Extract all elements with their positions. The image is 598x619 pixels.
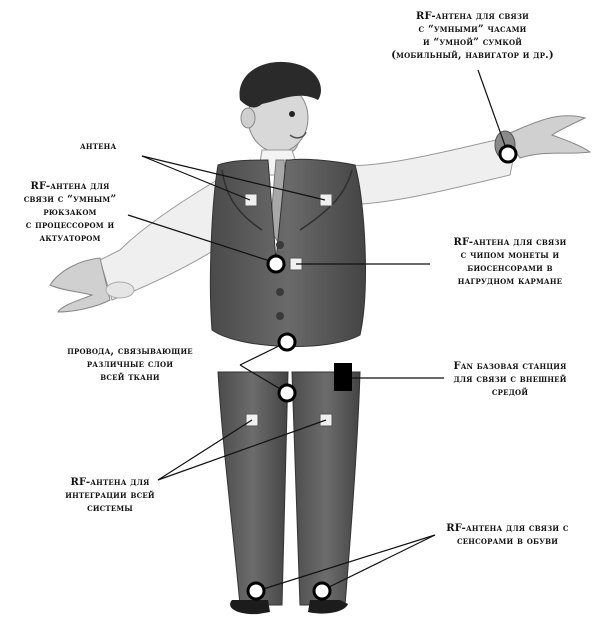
head	[240, 62, 321, 152]
text-line: (мобильный, навигатор и др.)	[355, 49, 590, 62]
text-line: рюкзаком	[0, 206, 140, 219]
label-integration: RF-антена для интеграции всей системы	[35, 476, 185, 515]
label-antenna: антена	[80, 140, 116, 153]
text-line: связи с “умным”	[0, 193, 140, 206]
legs	[218, 372, 360, 614]
text-line: RF-антена для связи	[425, 236, 595, 249]
text-line: всей ткани	[30, 371, 230, 384]
text-line: RF-антена для	[0, 180, 140, 193]
marker-chest	[268, 256, 284, 272]
text-line: Fan базовая станция	[430, 360, 590, 373]
label-shoe-sensors: RF-антена для связи с сенсорами в обуви	[420, 522, 595, 548]
torso	[210, 159, 365, 346]
text-line: и “умной” сумкой	[355, 36, 590, 49]
marker-right-shoe	[314, 583, 330, 599]
text-line: для связи с внешней	[430, 373, 590, 386]
label-wires: провода, связывающие различные слои всей…	[30, 345, 230, 384]
text-line: антена	[80, 140, 116, 153]
text-line: с процессором и	[0, 219, 140, 232]
label-smart-backpack: RF-антена для связи с “умным” рюкзаком с…	[0, 180, 140, 245]
text-line: провода, связывающие	[30, 345, 230, 358]
marker-waist	[279, 334, 295, 350]
text-line: средой	[430, 386, 590, 399]
text-line: RF-антена для	[35, 476, 185, 489]
text-line: с чипом монеты и	[425, 249, 595, 262]
text-line: системы	[35, 502, 185, 515]
text-line: с “умными” часами	[355, 23, 590, 36]
text-line: RF-антена для связи	[355, 10, 590, 23]
text-line: различные слои	[30, 358, 230, 371]
text-line: актуатором	[0, 232, 140, 245]
marker-left-shoe	[248, 583, 264, 599]
label-coin-chip: RF-антена для связи с чипом монеты и био…	[425, 236, 595, 288]
label-fan-station: Fan базовая станция для связи с внешней …	[430, 360, 590, 399]
text-line: биосенсорами в	[425, 262, 595, 275]
right-arm	[330, 116, 590, 205]
label-smart-watch-bag: RF-антена для связи с “умными” часами и …	[355, 10, 590, 62]
text-line: RF-антена для связи с	[420, 522, 595, 535]
base-station-box	[334, 363, 352, 391]
marker-belt	[279, 385, 295, 401]
marker-wrist	[500, 146, 516, 162]
text-line: нагрудном кармане	[425, 275, 595, 288]
text-line: сенсорами в обуви	[420, 535, 595, 548]
text-line: интеграции всей	[35, 489, 185, 502]
